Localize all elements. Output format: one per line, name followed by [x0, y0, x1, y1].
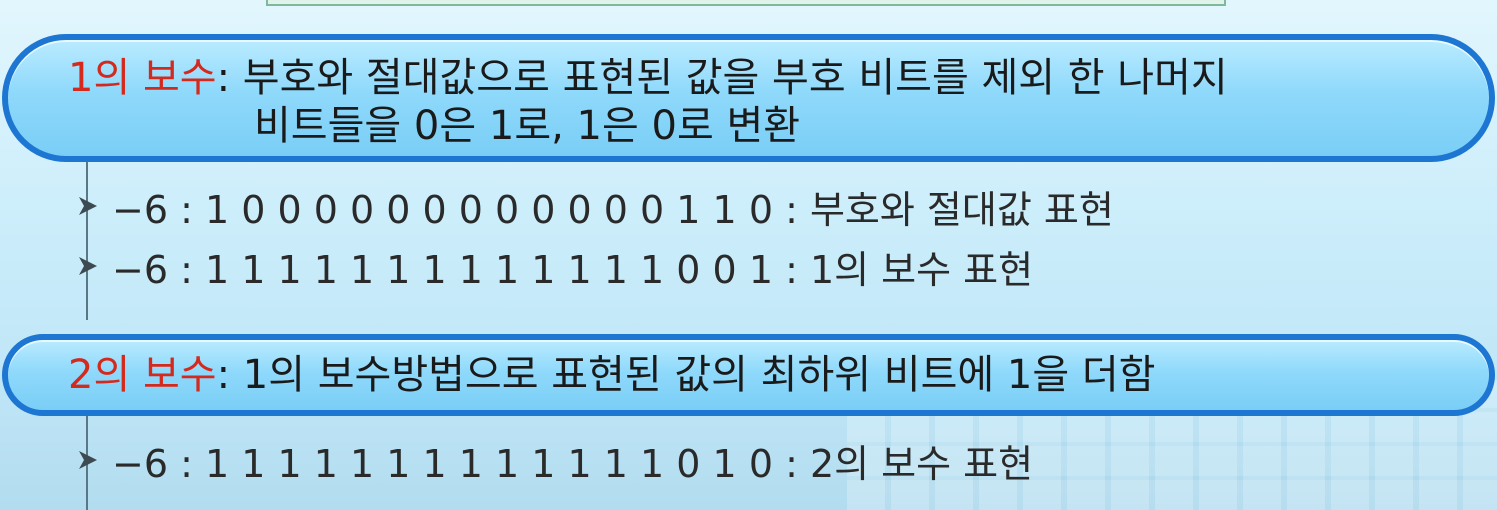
twos-complement-definition: 2의 보수: 1의 보수방법으로 표현된 값의 최하위 비트에 1을 더함 [68, 351, 1155, 399]
twos-complement-definition-text: : 1의 보수방법으로 표현된 값의 최하위 비트에 1을 더함 [216, 352, 1156, 398]
section1-connector-line [86, 162, 88, 320]
top-frame-edge [266, 0, 1226, 6]
arrow-bullet-icon [76, 448, 100, 472]
ones-complement-definition: 1의 보수: 부호와 절대값으로 표현된 값을 부호 비트를 제외 한 나머지 [68, 54, 1228, 102]
ones-complement-definition-line1: : 부호와 절대값으로 표현된 값을 부호 비트를 제외 한 나머지 [216, 55, 1228, 101]
list-item: −6 : 1 0 0 0 0 0 0 0 0 0 0 0 0 1 1 0 : 부… [76, 184, 1114, 232]
ones-complement-term: 1의 보수 [68, 55, 217, 101]
list-item: −6 : 1 1 1 1 1 1 1 1 1 1 1 1 1 0 1 0 : 2… [76, 438, 1033, 486]
ones-row-sign-magnitude: −6 : 1 0 0 0 0 0 0 0 0 0 0 0 0 1 1 0 : 부… [112, 187, 1114, 232]
arrow-bullet-icon [76, 194, 100, 218]
twos-complement-banner: 2의 보수: 1의 보수방법으로 표현된 값의 최하위 비트에 1을 더함 [2, 334, 1495, 416]
ones-complement-banner: 1의 보수: 부호와 절대값으로 표현된 값을 부호 비트를 제외 한 나머지 … [2, 34, 1495, 162]
ones-complement-definition-line2: 비트들을 0은 1로, 1은 0로 변환 [254, 103, 801, 149]
list-item: −6 : 1 1 1 1 1 1 1 1 1 1 1 1 1 0 0 1 : 1… [76, 244, 1033, 292]
twos-complement-term: 2의 보수 [68, 352, 217, 398]
ones-row-complement: −6 : 1 1 1 1 1 1 1 1 1 1 1 1 1 0 0 1 : 1… [112, 247, 1034, 292]
arrow-bullet-icon [76, 254, 100, 278]
twos-row-complement: −6 : 1 1 1 1 1 1 1 1 1 1 1 1 1 0 1 0 : 2… [112, 441, 1034, 486]
